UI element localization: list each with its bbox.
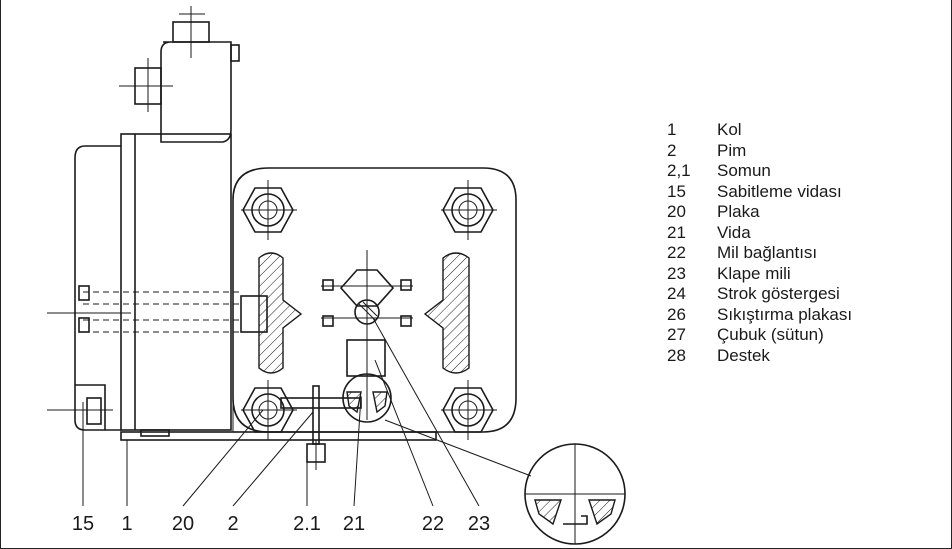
- callout-15: 15: [72, 513, 94, 535]
- upper-housing: [160, 41, 232, 143]
- legend-item: 2,1 Somun: [667, 161, 852, 182]
- bolt-bottom-left: [241, 380, 297, 440]
- side-tab: [230, 44, 240, 62]
- column-left: [258, 252, 303, 374]
- legend-label: Çubuk (sütun): [717, 325, 824, 344]
- legend-number: 15: [667, 181, 686, 201]
- detail-hatch-left: [534, 499, 562, 526]
- fixing-screw: [86, 397, 102, 425]
- legend-label: Mil bağlantısı: [717, 243, 818, 262]
- legend-item: 26 Sıkıştırma plakası: [667, 305, 852, 326]
- legend-item: 28 Destek: [667, 346, 852, 367]
- legend-number: 24: [667, 284, 686, 303]
- clamp-circle: [342, 373, 392, 423]
- stud-head-lower: [78, 317, 90, 333]
- left-block: [240, 295, 268, 333]
- detail-hatch-right: [588, 499, 616, 526]
- callout-labels: 15 1 20 2 2.1 21 22 23: [72, 513, 490, 535]
- legend-label: Plaka: [717, 202, 760, 221]
- legend-label: Sıkıştırma plakası: [717, 304, 853, 324]
- legend-item: 15 Sabitleme vidası: [667, 182, 852, 203]
- leader-lines: [82, 317, 480, 507]
- bolt-bottom-right: [441, 380, 497, 440]
- legend-label: Pim: [717, 140, 747, 160]
- callout-1: 1: [121, 513, 132, 535]
- detail-leader: [384, 419, 532, 477]
- legend-number: 2: [667, 140, 677, 160]
- mounting-plate: [232, 167, 517, 470]
- legend-label: Strok göstergesi: [717, 284, 840, 303]
- legend-number: 27: [667, 325, 686, 344]
- legend-number: 2,1: [667, 161, 691, 180]
- fixing-block: [75, 384, 106, 430]
- detail-slot: [563, 515, 588, 525]
- cover: [74, 145, 121, 431]
- legend-item: 21 Vida: [667, 223, 852, 244]
- legend-item: 2 Pim: [667, 141, 852, 162]
- legend-label: Kol: [717, 120, 742, 139]
- pin: [312, 385, 320, 445]
- parts-legend: 1 Kol 2 Pim 2,1 Somun 15 Sabitleme vidası 20…: [667, 120, 852, 366]
- base-block: [140, 429, 170, 437]
- callout-22: 22: [422, 513, 444, 535]
- positioner-body: [120, 133, 232, 431]
- legend-number: 20: [667, 202, 686, 221]
- bolt-top-left: [241, 180, 297, 240]
- legend-number: 23: [667, 263, 686, 283]
- legend-number: 28: [667, 345, 686, 365]
- detail-view: [384, 419, 626, 545]
- plate-outline: [232, 167, 517, 433]
- legend-item: 22 Mil bağlantısı: [667, 243, 852, 264]
- callout-20: 20: [172, 513, 194, 535]
- legend-label: Klape mili: [717, 263, 791, 283]
- legend-label: Sabitleme vidası: [717, 181, 842, 201]
- stud-head-upper: [78, 285, 90, 301]
- legend-item: 24 Strok göstergesi: [667, 284, 852, 305]
- column-right: [423, 252, 470, 374]
- legend-number: 1: [667, 120, 677, 139]
- legend-item: 27 Çubuk (sütun): [667, 325, 852, 346]
- legend-number: 21: [667, 222, 686, 242]
- callout-2-1: 2.1: [293, 513, 321, 535]
- legend-label: Destek: [717, 345, 770, 365]
- legend-number: 22: [667, 243, 686, 262]
- bolt-top-right: [441, 180, 497, 240]
- top-housing: [119, 6, 240, 143]
- legend-item: 20 Plaka: [667, 202, 852, 223]
- legend-label: Vida: [717, 222, 751, 242]
- legend-label: Somun: [717, 161, 771, 180]
- legend-number: 26: [667, 304, 686, 324]
- legend-item: 1 Kol: [667, 120, 852, 141]
- legend-item: 23 Klape mili: [667, 264, 852, 285]
- callout-21: 21: [343, 513, 365, 535]
- callout-2: 2: [227, 513, 238, 535]
- shaft-coupling: [321, 250, 413, 420]
- callout-23: 23: [468, 513, 490, 535]
